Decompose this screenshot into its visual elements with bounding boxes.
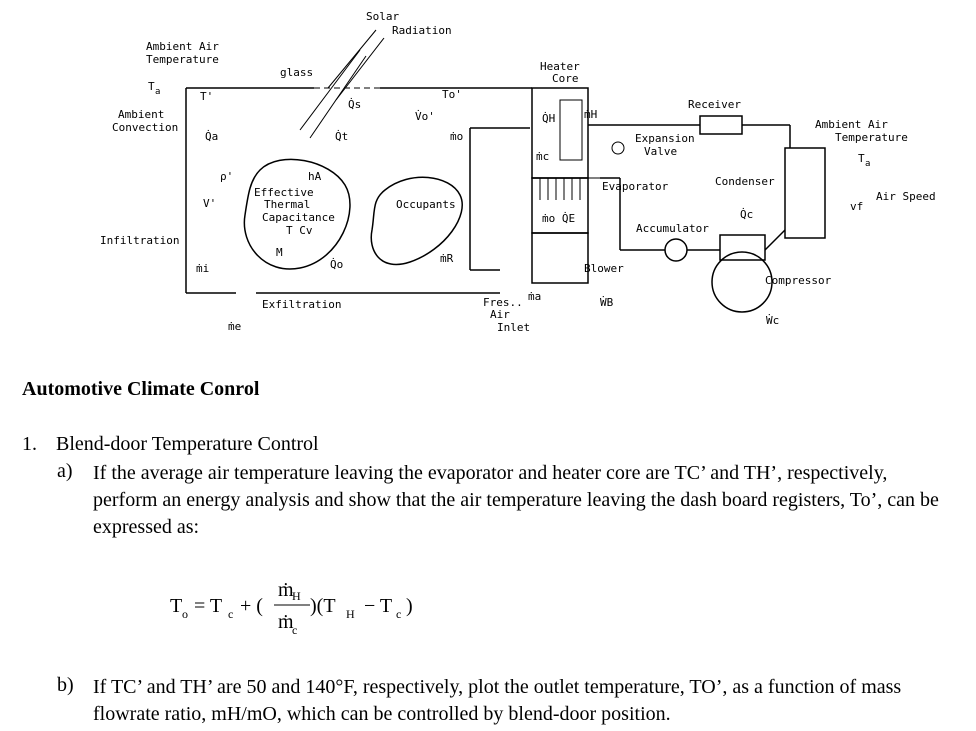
label-expansion-2: Valve xyxy=(644,145,677,158)
label-air-speed: Air Speed xyxy=(876,190,936,203)
label-wc: Ẇc xyxy=(766,314,779,327)
label-mo-qe: ṁo Q̇E xyxy=(542,212,575,225)
label-qt: Q̇t xyxy=(335,130,348,143)
label-etc-3: Capacitance xyxy=(262,211,335,224)
item-1: 1. Blend-door Temperature Control xyxy=(22,433,319,456)
occupants-blob xyxy=(370,176,463,266)
part-b-text: If TC’ and TH’ are 50 and 140°F, respect… xyxy=(93,676,902,725)
label-compressor: Compressor xyxy=(765,274,832,287)
label-vf: vf xyxy=(850,200,863,213)
item-title: Blend-door Temperature Control xyxy=(56,433,319,455)
label-etc-5: M xyxy=(276,246,283,259)
svg-text:T: T xyxy=(170,595,182,617)
label-occupants: Occupants xyxy=(396,198,456,211)
svg-text:)(T: )(T xyxy=(310,595,336,617)
label-qc: Q̇c xyxy=(740,208,753,221)
label-etc-4: T Cv xyxy=(286,224,313,237)
label-qh: Q̇H xyxy=(542,112,555,125)
svg-text:ṁ: ṁ xyxy=(278,611,294,633)
label-mh: ṁH xyxy=(584,108,597,121)
label-exfiltration: Exfiltration xyxy=(262,298,341,311)
label-fresh-2: Air xyxy=(490,308,510,321)
label-ambient-2: Convection xyxy=(112,121,178,134)
label-glass: glass xyxy=(280,66,313,79)
label-ma: ṁa xyxy=(528,290,541,303)
label-fresh-1: Fres.. xyxy=(483,296,523,309)
label-qs: Q̇s xyxy=(348,98,361,111)
item-number: 1. xyxy=(22,433,37,455)
label-mc: ṁc xyxy=(536,150,549,163)
label-me: ṁe xyxy=(228,320,241,333)
label-etc-1: Effective xyxy=(254,186,314,199)
label-heater-2: Core xyxy=(552,72,579,85)
label-mi: ṁi xyxy=(196,262,209,275)
part-a-text: If the average air temperature leaving t… xyxy=(93,462,939,538)
part-b-mark: b) xyxy=(57,674,74,696)
thermal-capacitance-blob xyxy=(243,158,351,270)
section-title: Automotive Climate Conrol xyxy=(22,378,260,400)
label-etc-2: Thermal xyxy=(264,198,310,211)
climate-control-diagram: Solar Radiation Ambient Air Temperature … xyxy=(100,10,936,334)
label-receiver: Receiver xyxy=(688,98,741,111)
svg-text:= T: = T xyxy=(194,595,222,617)
label-v: V' xyxy=(203,197,216,210)
label-ambient-air-r: Ambient Air xyxy=(815,118,888,131)
part-a-mark: a) xyxy=(57,460,73,482)
label-solar: Solar xyxy=(366,10,399,23)
svg-text:o: o xyxy=(182,607,188,621)
label-ha: hA xyxy=(308,170,322,183)
label-t-prime: T' xyxy=(200,90,213,103)
label-expansion-1: Expansion xyxy=(635,132,695,145)
hvac-module xyxy=(531,87,600,284)
label-evaporator: Evaporator xyxy=(602,180,669,193)
refrigerant-loop xyxy=(588,115,826,313)
label-infiltration: Infiltration xyxy=(100,234,179,247)
label-ta-r-sub: a xyxy=(865,159,870,169)
svg-text:H: H xyxy=(346,607,355,621)
label-mo: ṁo xyxy=(450,130,463,143)
svg-text:+ (: + ( xyxy=(240,595,263,617)
cabin-boundary xyxy=(185,87,532,294)
label-accumulator: Accumulator xyxy=(636,222,709,235)
label-rho: ρ' xyxy=(220,170,233,183)
label-ambient-air: Ambient Air xyxy=(146,40,219,53)
svg-text:c: c xyxy=(228,607,233,621)
label-radiation: Radiation xyxy=(392,24,452,37)
label-ta-sub: a xyxy=(155,87,160,97)
solar-radiation-arrows xyxy=(299,29,385,139)
svg-text:c: c xyxy=(396,607,401,621)
label-heater-1: Heater xyxy=(540,60,580,73)
label-wb: ẆB xyxy=(600,296,614,309)
label-condenser: Condenser xyxy=(715,175,775,188)
label-to-prime: To' xyxy=(442,88,462,101)
svg-text:H: H xyxy=(292,589,301,603)
label-fresh-3: Inlet xyxy=(497,321,530,334)
label-vo: V̇o' xyxy=(415,110,435,123)
label-ta-r: T xyxy=(858,152,865,165)
svg-text:ṁ: ṁ xyxy=(278,579,294,601)
label-qo: Q̇o xyxy=(330,258,343,271)
equation: T o = T c + ( ṁ H ṁ c )(T H − T c ) xyxy=(170,579,413,637)
svg-text:): ) xyxy=(406,595,413,617)
svg-text:− T: − T xyxy=(364,595,392,617)
label-mr: ṁR xyxy=(440,252,454,265)
svg-text:c: c xyxy=(292,623,297,637)
label-blower: Blower xyxy=(584,262,624,275)
label-qa: Q̇a xyxy=(205,130,218,143)
label-temperature-r: Temperature xyxy=(835,131,908,144)
label-ambient-1: Ambient xyxy=(118,108,164,121)
label-temperature: Temperature xyxy=(146,53,219,66)
label-ta: T xyxy=(148,80,155,93)
